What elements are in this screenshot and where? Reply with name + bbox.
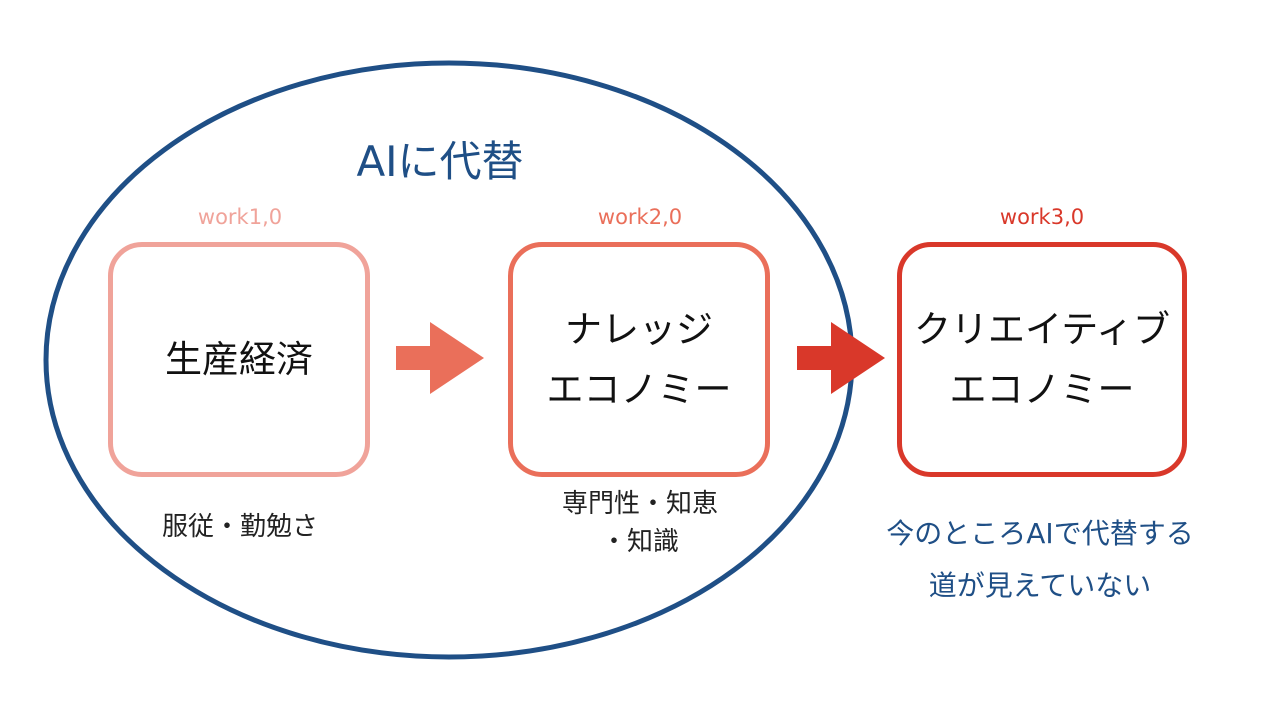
stage-1-box: 生産経済 [108,242,370,477]
stage-2-box: ナレッジ エコノミー [508,242,770,477]
stage-1-label: work1,0 [197,205,283,229]
stage-3-box: クリエイティブ エコノミー [897,242,1187,477]
stage-3-name: クリエイティブ エコノミー [913,307,1171,411]
right-arrow-icon [797,322,885,394]
stage-2-label: work2,0 [597,205,683,229]
stage-2-name: ナレッジ エコノミー [546,307,732,411]
stage-1-note: 服従・勤勉さ [161,512,318,542]
not-replaceable-note: 今のところAIで代替する 道が見えていない [886,517,1194,602]
stage-1-name: 生産経済 [165,337,313,381]
stage-3-label: work3,0 [999,205,1085,229]
ai-replacement-title: AIに代替 [356,137,524,186]
right-arrow-icon [396,322,484,394]
stage-2-note: 専門性・知恵 ・知識 [561,489,718,557]
arrow-1 [396,322,484,394]
arrow-2 [797,322,885,394]
